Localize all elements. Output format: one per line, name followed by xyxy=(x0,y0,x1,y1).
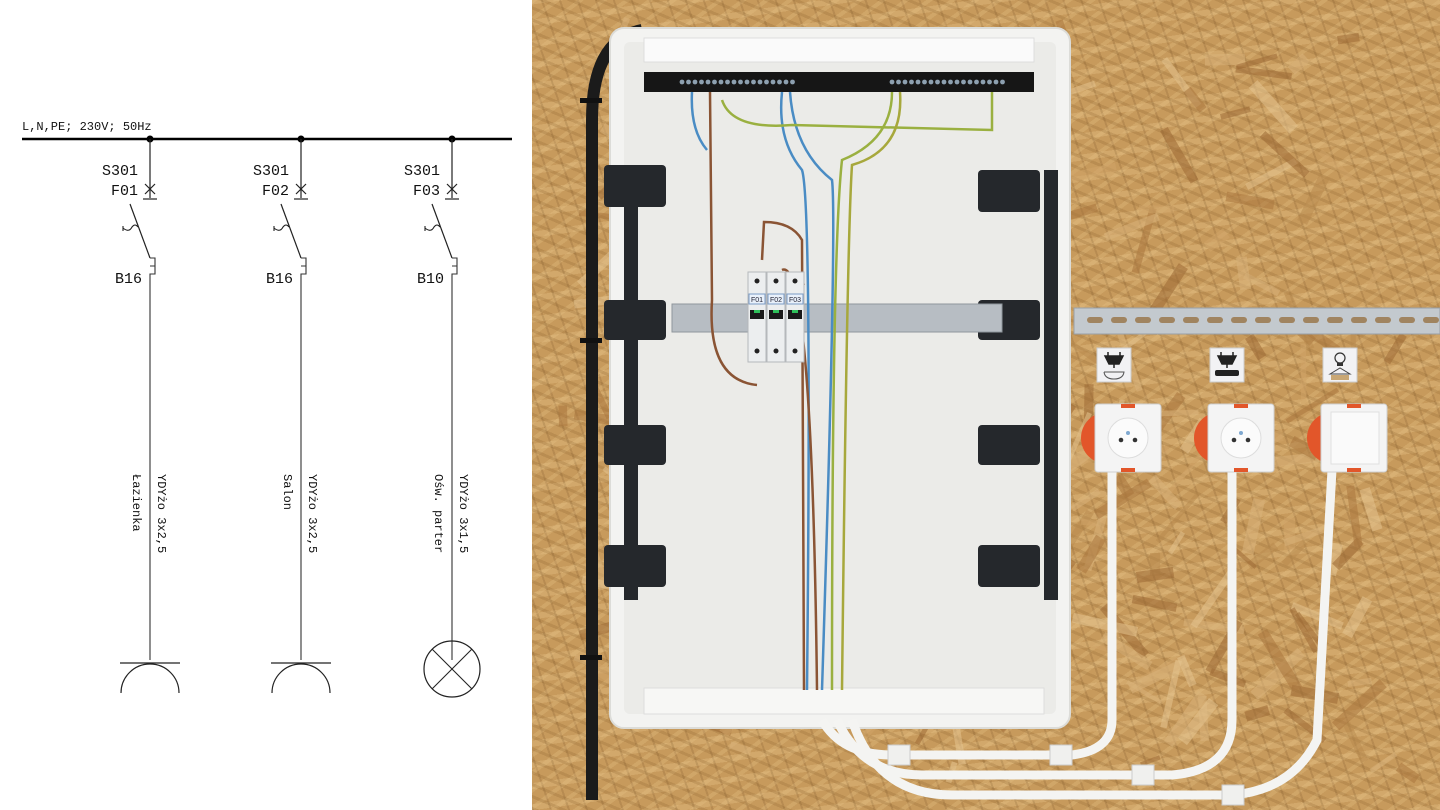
plug-icon xyxy=(1103,352,1125,368)
breaker-designation-label: F01 xyxy=(111,183,138,200)
cable-tie xyxy=(580,98,602,103)
magnetic-trip-and-cable-line xyxy=(451,257,458,660)
room-label: Ośw. parter xyxy=(431,474,445,553)
breaker-rating-label: B16 xyxy=(266,271,293,288)
din-rail xyxy=(671,303,1003,333)
light-switch xyxy=(1330,411,1380,465)
photo-illustration: F01 F02 F03 xyxy=(558,17,1440,806)
thermal-trip-symbol xyxy=(122,224,139,231)
outgoing-cables xyxy=(818,469,1337,800)
cable-type-label: YDYżo 3x1,5 xyxy=(456,474,470,553)
sofa-icon xyxy=(1215,370,1239,376)
breaker-rating-label: B10 xyxy=(417,271,444,288)
mcb-toggle xyxy=(769,310,783,319)
switch-contact xyxy=(431,203,453,259)
breaker-rating-label: B16 xyxy=(115,271,142,288)
house-icon xyxy=(1328,367,1352,380)
magnetic-trip-and-cable-line xyxy=(300,257,307,660)
cable-tie xyxy=(580,338,602,343)
terminal-block xyxy=(644,72,1034,92)
distribution-board-photo: F01 F02 F03 xyxy=(532,0,1440,810)
breaker-type-label: S301 xyxy=(102,163,138,180)
switch-contact xyxy=(280,203,302,259)
lamp-symbol xyxy=(423,640,481,698)
mcb-toggle xyxy=(750,310,764,319)
thermal-trip-symbol xyxy=(273,224,290,231)
plug-icon xyxy=(1216,352,1238,368)
room-label: Łazienka xyxy=(129,474,143,532)
breaker-type-label: S301 xyxy=(253,163,289,180)
room-label: Salon xyxy=(280,474,294,510)
breaker-type-label: S301 xyxy=(404,163,440,180)
bathtub-icon xyxy=(1103,371,1125,380)
mcb-label: F03 xyxy=(789,297,801,304)
socket-outlet xyxy=(1220,417,1262,459)
mounting-frame xyxy=(604,165,1058,600)
cable-type-label: YDYżo 3x2,5 xyxy=(305,474,319,553)
device-1 xyxy=(1081,347,1162,473)
breaker-designation-label: F02 xyxy=(262,183,289,200)
socket-outlet xyxy=(1107,417,1149,459)
mcb-toggle xyxy=(788,310,802,319)
cable-clips xyxy=(887,744,1245,806)
switch-contact xyxy=(129,203,151,259)
magnetic-trip-and-cable-line xyxy=(149,257,156,660)
lightbulb-icon xyxy=(1334,352,1346,366)
mcb-f01: F01 xyxy=(747,271,767,363)
mcb-label: F02 xyxy=(770,297,782,304)
breaker-designation-label: F03 xyxy=(413,183,440,200)
device-2 xyxy=(1194,347,1275,473)
device-3 xyxy=(1307,347,1388,473)
breaker-group: F01 F02 F03 xyxy=(747,271,805,363)
mcb-f02: F02 xyxy=(766,271,786,363)
supply-label: L,N,PE; 230V; 50Hz xyxy=(22,120,152,134)
cable-tie xyxy=(580,655,602,660)
cable-type-label: YDYżo 3x2,5 xyxy=(154,474,168,553)
thermal-trip-symbol xyxy=(424,224,441,231)
enclosure xyxy=(609,27,1071,729)
din-rail-slots xyxy=(1087,317,1439,323)
mcb-label: F01 xyxy=(751,297,763,304)
mcb-f03: F03 xyxy=(785,271,805,363)
